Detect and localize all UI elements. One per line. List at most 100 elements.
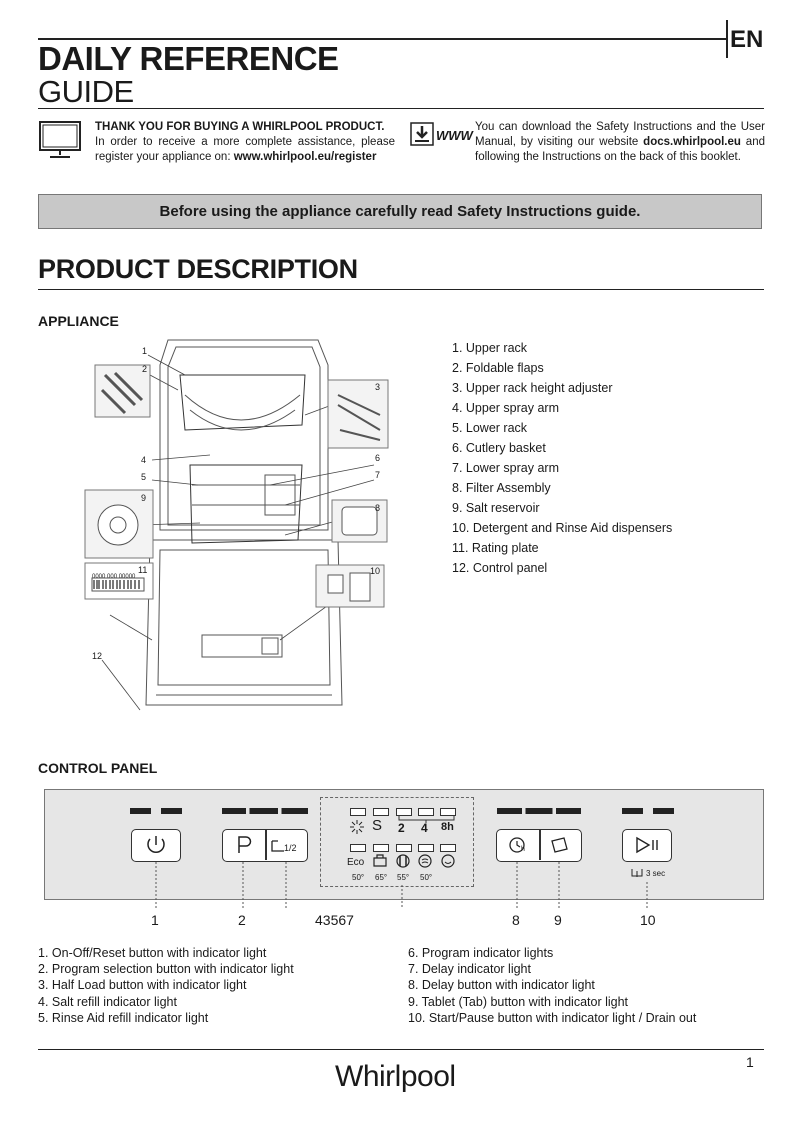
program-slot-3 [396,844,412,852]
pot-icon [373,854,387,867]
indicator-group [320,797,474,887]
delay-8-label: 8h [441,821,454,833]
callout-1: 1 [142,346,148,356]
start-pause-button[interactable] [622,829,672,862]
legend-item: 7. Delay indicator light [408,962,531,977]
part-item: 1. Upper rack [452,341,528,355]
callout-2: 2 [142,364,148,374]
tablet-icon [551,837,568,853]
rinse-indicator-slot [373,808,389,816]
delay-2-slot [396,808,412,816]
part-item: 4. Upper spray arm [452,401,559,415]
play-pause-icon [636,836,658,854]
half-load-label: 1/2 [284,843,297,853]
callout-5: 5 [141,472,147,482]
rinse-aid-icon [350,820,364,834]
part-item: 9. Salt reservoir [452,501,540,515]
glass-icon [418,854,432,868]
product-description-heading: PRODUCT DESCRIPTION [38,254,358,284]
brand-logo: Whirlpool [335,1060,456,1093]
legend-item: 3. Half Load button with indicator light [38,978,247,993]
button-divider [265,830,267,860]
program-slot-2 [373,844,389,852]
monitor-icon [39,121,81,158]
delay-tab-indicator [497,808,581,814]
callout-12: 12 [92,651,103,661]
callout-3: 3 [375,382,381,392]
delay-4-slot [418,808,434,816]
cp-callout-3-7: 43567 [315,912,354,928]
delay-4-label: 4 [421,821,428,835]
cp-callout-9: 9 [554,912,562,928]
program-slot-5 [440,844,456,852]
www-label: WWW [436,128,473,143]
eco-label: Eco [347,857,365,868]
footer-rule [38,1049,764,1050]
legend-item: 10. Start/Pause button with indicator li… [408,1010,697,1025]
part-item: 6. Cutlery basket [452,441,546,455]
cp-callout-2: 2 [238,912,246,928]
salt-icon: S [372,817,383,834]
docs-link[interactable]: docs.whirlpool.eu [643,136,741,148]
power-icon [147,836,165,854]
page-number: 1 [746,1054,754,1070]
thanks-paragraph: THANK YOU FOR BUYING A WHIRLPOOL PRODUCT… [95,120,395,165]
delay-8-slot [440,808,456,816]
half-load-icon [271,840,284,852]
control-legend-right: 6. Program indicator lights 7. Delay ind… [408,945,696,1026]
callout-6: 6 [375,453,381,463]
header-rule [38,38,728,40]
parts-list: 1. Upper rack 2. Foldable flaps 3. Upper… [452,338,672,578]
program-slot-4 [418,844,434,852]
control-legend-left: 1. On-Off/Reset button with indicator li… [38,945,294,1026]
onoff-button[interactable] [131,829,181,862]
part-item: 2. Foldable flaps [452,361,544,375]
part-item: 10. Detergent and Rinse Aid dispensers [452,521,673,535]
download-paragraph: You can download the Safety Instructions… [475,120,765,165]
register-link[interactable]: www.whirlpool.eu/register [233,151,377,163]
legend-item: 8. Delay button with indicator light [408,978,595,993]
delay-2-label: 2 [398,821,405,835]
legend-item: 4. Salt refill indicator light [38,994,177,1009]
salt-indicator-slot [350,808,366,816]
appliance-heading: APPLIANCE [38,313,119,329]
dishwasher-diagram [84,339,389,711]
delay-bracket [398,816,455,823]
title-rule [38,108,764,109]
callout-8: 8 [375,503,381,513]
section-rule [38,289,764,290]
smile-icon [441,854,455,868]
part-item: 12. Control panel [452,561,548,575]
delay-clock-icon [509,837,525,853]
start-indicator [622,808,674,814]
legend-item: 9. Tablet (Tab) button with indicator li… [408,994,629,1009]
drain-icon [631,869,643,877]
part-item: 7. Lower spray arm [452,461,559,475]
legend-item: 1. On-Off/Reset button with indicator li… [38,946,267,960]
guide-subtitle: GUIDE [38,74,134,109]
thanks-text: In order to receive a more complete assi… [95,136,395,163]
download-icon [410,122,434,146]
callout-11: 11 [138,565,148,575]
cp-callout-1: 1 [151,912,159,928]
delay-tab-button[interactable]: h [496,829,582,862]
part-item: 5. Lower rack [452,421,528,435]
delay-h-label: h [521,846,525,853]
start-hold-hint: 3 sec [646,869,666,878]
program-half-load-button[interactable]: 1/2 [222,829,308,862]
callout-9: 9 [141,493,147,503]
callout-10: 10 [370,566,381,576]
legend-item: 2. Program selection button with indicat… [38,962,294,977]
temp-label: 55° [397,873,410,882]
legend-item: 5. Rinse Aid refill indicator light [38,1010,209,1025]
part-item: 3. Upper rack height adjuster [452,381,613,395]
program-p-icon [238,836,252,853]
temp-label: 50° [352,873,365,882]
language-code: EN [730,26,764,53]
callout-leaders [155,862,648,908]
cp-callout-8: 8 [512,912,520,928]
lang-divider [726,20,728,58]
part-item: 11. Rating plate [452,541,539,555]
callout-4: 4 [141,455,147,465]
callout-7: 7 [375,470,381,480]
